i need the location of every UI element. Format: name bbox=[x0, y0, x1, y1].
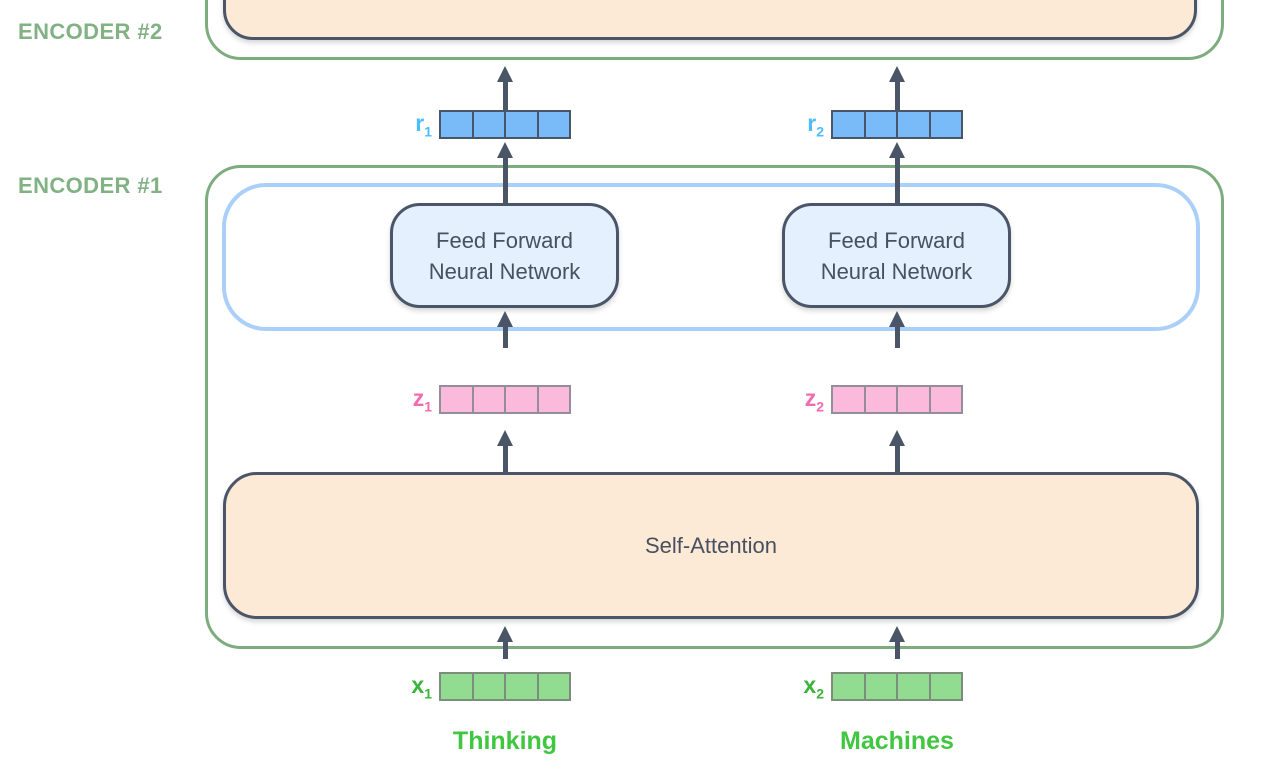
up-arrow-icon bbox=[497, 311, 513, 348]
encoder1-label: ENCODER #1 bbox=[18, 173, 163, 198]
arrow-stem bbox=[502, 78, 508, 110]
vector-cell bbox=[866, 112, 898, 137]
arrow-stem bbox=[894, 442, 900, 472]
vector-cell bbox=[474, 387, 506, 412]
vector-label-x2: x2 bbox=[803, 672, 824, 702]
up-arrow-icon bbox=[497, 66, 513, 110]
vector-cell bbox=[866, 674, 898, 699]
feed-forward-right-line2: Neural Network bbox=[820, 258, 973, 284]
encoder2-inner-block bbox=[223, 0, 1197, 40]
vector-cell bbox=[833, 674, 866, 699]
arrow-head-icon bbox=[497, 626, 513, 642]
vector-label-r1: r1 bbox=[415, 110, 432, 140]
up-arrow-icon bbox=[497, 626, 513, 659]
arrow-head-icon bbox=[497, 66, 513, 82]
up-arrow-icon bbox=[889, 66, 905, 110]
vector-x2 bbox=[831, 672, 963, 701]
vector-cell bbox=[931, 387, 962, 412]
vector-cell bbox=[931, 112, 962, 137]
arrow-stem bbox=[502, 323, 508, 348]
vector-cell bbox=[898, 674, 931, 699]
arrow-head-icon bbox=[497, 430, 513, 446]
arrow-head-icon bbox=[497, 142, 513, 158]
up-arrow-icon bbox=[889, 142, 905, 204]
vector-cell bbox=[441, 674, 474, 699]
vector-cell bbox=[539, 674, 570, 699]
vector-cell bbox=[539, 112, 570, 137]
self-attention-block: Self-Attention bbox=[223, 472, 1199, 619]
arrow-head-icon bbox=[889, 311, 905, 327]
up-arrow-icon bbox=[497, 142, 513, 204]
self-attention-label: Self-Attention bbox=[644, 532, 778, 558]
vector-label-z2: z2 bbox=[804, 385, 824, 415]
arrow-head-icon bbox=[889, 626, 905, 642]
feed-forward-layer-outline bbox=[222, 183, 1200, 331]
vector-cell bbox=[506, 112, 539, 137]
arrow-head-icon bbox=[889, 66, 905, 82]
input-word-left: Thinking bbox=[452, 727, 558, 755]
encoder1-frame bbox=[205, 165, 1224, 649]
vector-cell bbox=[506, 387, 539, 412]
feed-forward-block-right: Feed Forward Neural Network bbox=[782, 203, 1011, 308]
up-arrow-icon bbox=[889, 430, 905, 472]
vector-label-z1: z1 bbox=[412, 385, 432, 415]
feed-forward-right-line1: Feed Forward bbox=[828, 227, 965, 253]
vector-cell bbox=[474, 674, 506, 699]
vector-z1 bbox=[439, 385, 571, 414]
arrow-stem bbox=[502, 442, 508, 472]
arrow-stem bbox=[894, 638, 900, 659]
vector-z2 bbox=[831, 385, 963, 414]
feed-forward-block-left: Feed Forward Neural Network bbox=[390, 203, 619, 308]
vector-cell bbox=[898, 112, 931, 137]
arrow-stem bbox=[502, 638, 508, 659]
vector-cell bbox=[898, 387, 931, 412]
vector-cell bbox=[866, 387, 898, 412]
up-arrow-icon bbox=[889, 626, 905, 659]
feed-forward-left-line2: Neural Network bbox=[428, 258, 581, 284]
vector-cell bbox=[539, 387, 570, 412]
arrow-head-icon bbox=[889, 142, 905, 158]
arrow-head-icon bbox=[497, 311, 513, 327]
vector-cell bbox=[506, 674, 539, 699]
feed-forward-left-line1: Feed Forward bbox=[436, 227, 573, 253]
arrow-stem bbox=[502, 154, 508, 204]
vector-cell bbox=[833, 387, 866, 412]
vector-cell bbox=[833, 112, 866, 137]
vector-label-r2: r2 bbox=[807, 110, 824, 140]
vector-cell bbox=[441, 387, 474, 412]
up-arrow-icon bbox=[889, 311, 905, 348]
vector-r1 bbox=[439, 110, 571, 139]
arrow-stem bbox=[894, 154, 900, 204]
input-word-right: Machines bbox=[840, 727, 954, 755]
vector-cell bbox=[474, 112, 506, 137]
vector-label-x1: x1 bbox=[411, 672, 432, 702]
up-arrow-icon bbox=[497, 430, 513, 472]
vector-cell bbox=[931, 674, 962, 699]
arrow-head-icon bbox=[889, 430, 905, 446]
arrow-stem bbox=[894, 323, 900, 348]
encoder2-label: ENCODER #2 bbox=[18, 19, 163, 44]
encoder2-frame bbox=[205, 0, 1224, 60]
arrow-stem bbox=[894, 78, 900, 110]
vector-x1 bbox=[439, 672, 571, 701]
vector-r2 bbox=[831, 110, 963, 139]
vector-cell bbox=[441, 112, 474, 137]
